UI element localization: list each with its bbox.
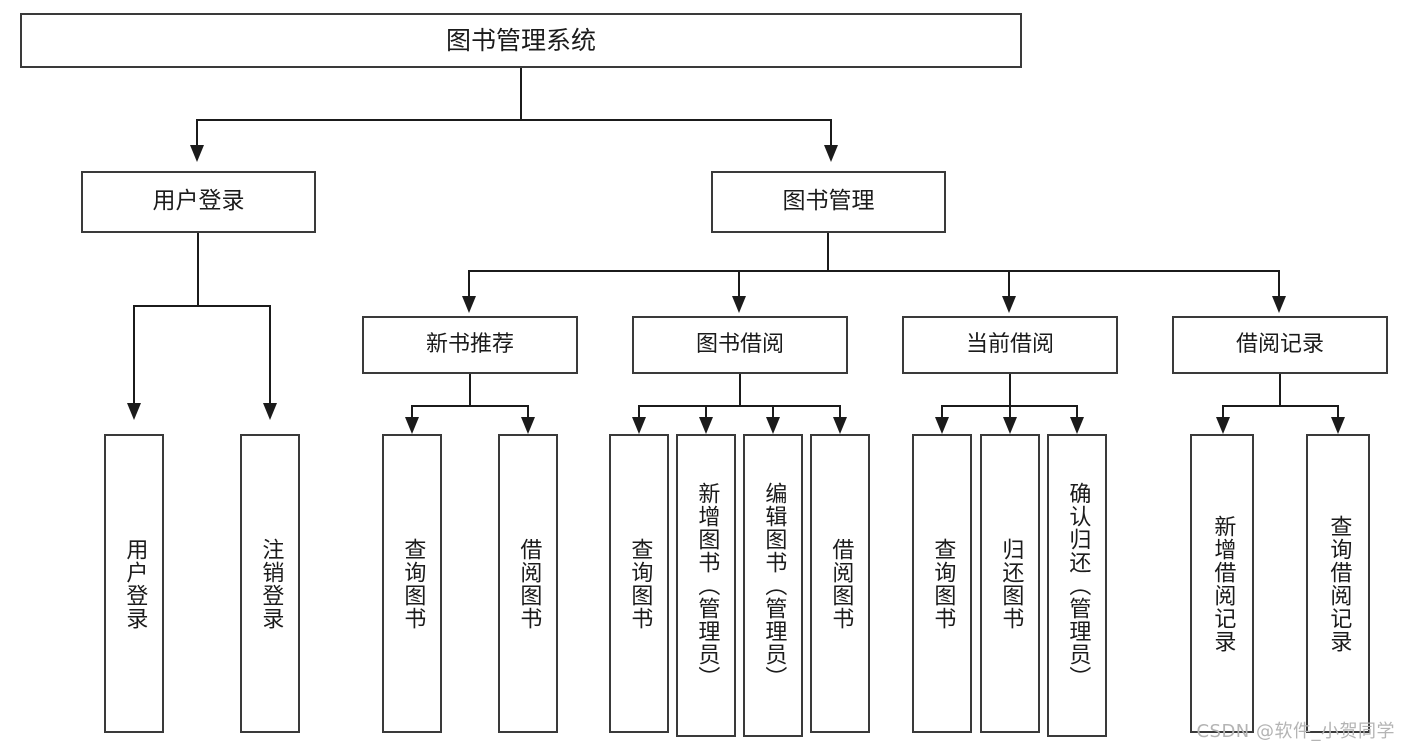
arrowhead-to-book-management xyxy=(824,145,838,162)
connector-book-borrow-drop-4 xyxy=(839,405,841,428)
csdn-watermark: CSDN @软件_小贺同学 xyxy=(1196,721,1395,742)
node-label: 查询图书 xyxy=(627,537,653,630)
node-label: 图书借阅 xyxy=(695,332,784,358)
connector-root-stem xyxy=(520,68,522,120)
connector-borrow-record-stem xyxy=(1279,374,1281,406)
node-label: 归还图书 xyxy=(998,537,1024,630)
connector-level3-drop-3 xyxy=(1008,270,1010,297)
arrowhead-current-borrow-leaf-3 xyxy=(1070,417,1084,434)
node-label: 用户登录 xyxy=(122,537,148,630)
node-root-book-management-system[interactable]: 图书管理系统 xyxy=(20,13,1022,68)
connector-root-drop-left xyxy=(196,119,198,146)
arrowhead-borrow-record-leaf-1 xyxy=(1216,417,1230,434)
leaf-current-borrow-query-books[interactable]: 查询图书 xyxy=(912,434,972,733)
node-label: 新书推荐 xyxy=(425,332,514,358)
leaf-book-borrow-add-book-admin[interactable]: 新增图书（管理员） xyxy=(676,434,736,737)
connector-borrow-record-drop-2 xyxy=(1337,405,1339,428)
leaf-new-book-borrow-books[interactable]: 借阅图书 xyxy=(498,434,558,733)
connector-user-login-bus xyxy=(133,305,271,307)
arrowhead-new-book-leaf-2 xyxy=(521,417,535,434)
arrowhead-borrow-record-leaf-2 xyxy=(1331,417,1345,434)
connector-book-borrow-bus xyxy=(638,405,841,407)
node-label: 查询图书 xyxy=(400,537,426,630)
node-borrow-record[interactable]: 借阅记录 xyxy=(1172,316,1388,374)
node-new-book-recommend[interactable]: 新书推荐 xyxy=(362,316,578,374)
connector-root-drop-right xyxy=(830,119,832,146)
connector-book-borrow-drop-3 xyxy=(772,405,774,428)
arrowhead-user-login-leaf-1 xyxy=(127,403,141,420)
connector-book-borrow-drop-2 xyxy=(705,405,707,428)
connector-new-book-stem xyxy=(469,374,471,406)
node-book-management[interactable]: 图书管理 xyxy=(711,171,946,233)
node-label: 当前借阅 xyxy=(965,332,1054,358)
node-current-borrow[interactable]: 当前借阅 xyxy=(902,316,1118,374)
leaf-current-borrow-confirm-return-admin[interactable]: 确认归还（管理员） xyxy=(1047,434,1107,737)
node-label: 查询借阅记录 xyxy=(1326,514,1352,653)
connector-new-book-drop-1 xyxy=(411,405,413,428)
connector-current-borrow-drop-2 xyxy=(1009,405,1011,428)
node-label: 查询图书 xyxy=(930,537,956,630)
arrowhead-book-borrow-leaf-3 xyxy=(766,417,780,434)
node-label: 用户登录 xyxy=(152,188,245,215)
connector-root-bus xyxy=(196,119,832,121)
node-book-borrow[interactable]: 图书借阅 xyxy=(632,316,848,374)
arrowhead-book-borrow-leaf-2 xyxy=(699,417,713,434)
node-label: 借阅记录 xyxy=(1235,332,1324,358)
connector-new-book-bus xyxy=(411,405,528,407)
arrowhead-user-login-leaf-2 xyxy=(263,403,277,420)
arrowhead-to-new-book-recommend xyxy=(462,296,476,313)
connector-level3-drop-4 xyxy=(1278,270,1280,297)
leaf-borrow-record-query-record[interactable]: 查询借阅记录 xyxy=(1306,434,1370,733)
node-label: 注销登录 xyxy=(258,537,284,630)
arrowhead-new-book-leaf-1 xyxy=(405,417,419,434)
node-user-login[interactable]: 用户登录 xyxy=(81,171,316,233)
connector-level3-drop-1 xyxy=(468,270,470,297)
arrowhead-current-borrow-leaf-2 xyxy=(1003,417,1017,434)
connector-user-login-drop-1 xyxy=(133,305,135,404)
node-label: 新增借阅记录 xyxy=(1210,514,1236,653)
node-label: 图书管理系统 xyxy=(445,25,596,55)
connector-current-borrow-drop-1 xyxy=(941,405,943,428)
connector-current-borrow-stem xyxy=(1009,374,1011,406)
node-label: 借阅图书 xyxy=(516,537,542,630)
arrowhead-book-borrow-leaf-1 xyxy=(632,417,646,434)
connector-new-book-drop-2 xyxy=(527,405,529,428)
arrowhead-to-user-login xyxy=(190,145,204,162)
node-label: 借阅图书 xyxy=(828,537,854,630)
leaf-book-borrow-query-books[interactable]: 查询图书 xyxy=(609,434,669,733)
connector-level3-bus xyxy=(468,270,1280,272)
leaf-current-borrow-return-books[interactable]: 归还图书 xyxy=(980,434,1040,733)
connector-book-management-stem xyxy=(827,233,829,272)
connector-current-borrow-drop-3 xyxy=(1076,405,1078,428)
leaf-book-borrow-edit-book-admin[interactable]: 编辑图书（管理员） xyxy=(743,434,803,737)
arrowhead-book-borrow-leaf-4 xyxy=(833,417,847,434)
arrowhead-to-book-borrow xyxy=(732,296,746,313)
leaf-user-login-logout[interactable]: 注销登录 xyxy=(240,434,300,733)
arrowhead-to-current-borrow xyxy=(1002,296,1016,313)
connector-book-borrow-drop-1 xyxy=(638,405,640,428)
connector-book-borrow-stem xyxy=(739,374,741,406)
leaf-new-book-query-books[interactable]: 查询图书 xyxy=(382,434,442,733)
leaf-book-borrow-borrow-books[interactable]: 借阅图书 xyxy=(810,434,870,733)
leaf-borrow-record-add-record[interactable]: 新增借阅记录 xyxy=(1190,434,1254,733)
node-label: 编辑图书（管理员） xyxy=(761,482,787,689)
arrowhead-current-borrow-leaf-1 xyxy=(935,417,949,434)
node-label: 图书管理 xyxy=(782,188,875,215)
connector-borrow-record-drop-1 xyxy=(1222,405,1224,428)
connector-user-login-drop-2 xyxy=(269,305,271,404)
connector-borrow-record-bus xyxy=(1222,405,1338,407)
connector-level3-drop-2 xyxy=(738,270,740,297)
connector-user-login-stem xyxy=(197,233,199,306)
node-label: 新增图书（管理员） xyxy=(694,482,720,689)
arrowhead-to-borrow-record xyxy=(1272,296,1286,313)
leaf-user-login-login[interactable]: 用户登录 xyxy=(104,434,164,733)
node-label: 确认归还（管理员） xyxy=(1065,482,1091,689)
